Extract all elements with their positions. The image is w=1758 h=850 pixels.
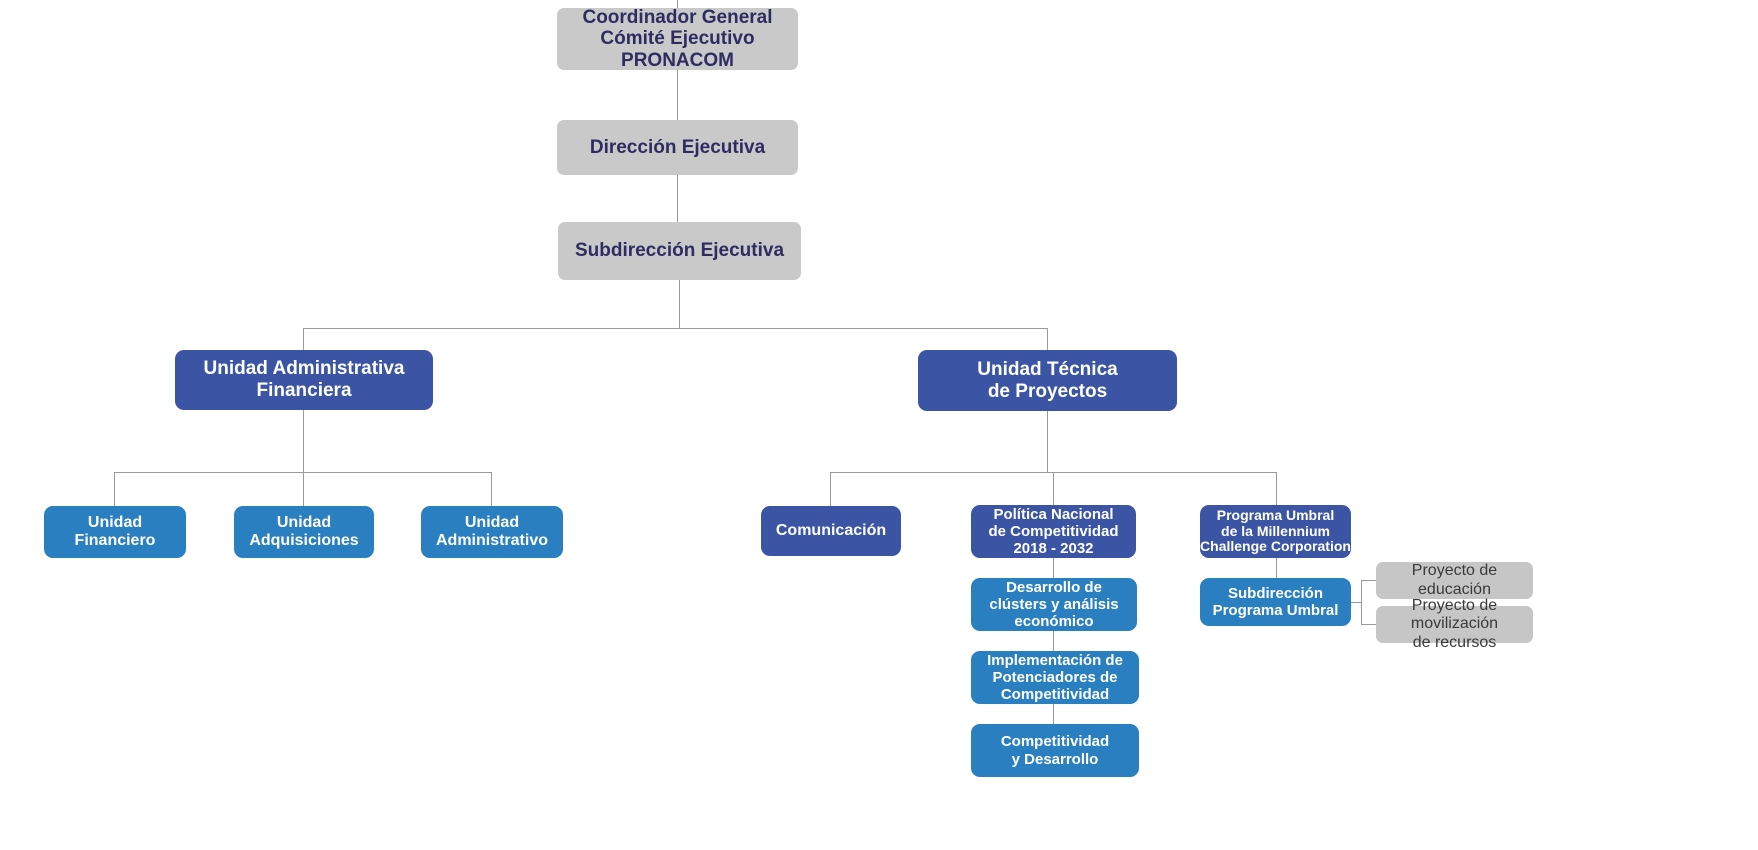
connector-bus-to-comunicacion [830,472,831,506]
connector-direccion-to-subdireccion [677,175,678,222]
connector-coordinador-to-direccion [677,70,678,120]
connector-subdireccion-umbral-out [1351,602,1361,603]
connector-subdireccion-drop [679,280,680,328]
connector-politica-to-desarrollo [1053,558,1054,578]
connector-projects-spine [1361,580,1362,624]
connector-bus-to-unidad-financiero [114,472,115,506]
node-competitividad-desarrollo[interactable]: Competitividad y Desarrollo [971,724,1139,777]
connector-above-coordinador [677,0,678,10]
connector-bus-to-unidad-administrativo [491,472,492,506]
connector-bus-to-unidad-adquisiciones [303,472,304,506]
connector-spine-to-proyecto-educacion [1361,580,1376,581]
node-politica-nacional-competitividad[interactable]: Política Nacional de Competitividad 2018… [971,505,1136,558]
connector-spine-to-proyecto-movilizacion [1361,624,1376,625]
connector-desarrollo-to-implementacion [1053,631,1054,651]
connector-bus-to-programa-umbral [1276,472,1277,506]
connector-programa-umbral-to-subdireccion [1276,558,1277,578]
node-unidad-financiero[interactable]: Unidad Financiero [44,506,186,558]
connector-bus-to-unidad-admin [303,328,304,350]
node-subdireccion-programa-umbral[interactable]: Subdirección Programa Umbral [1200,578,1351,626]
connector-implementacion-to-competitividad [1053,704,1054,724]
node-comunicacion[interactable]: Comunicación [761,506,901,556]
node-direccion-ejecutiva[interactable]: Dirección Ejecutiva [557,120,798,175]
connector-bus-to-politica-nacional [1053,472,1054,506]
node-proyecto-movilizacion-recursos[interactable]: Proyecto de movilización de recursos [1376,597,1533,651]
node-proyecto-educacion[interactable]: Proyecto de educación [1376,562,1533,599]
node-unidad-adquisiciones[interactable]: Unidad Adquisiciones [234,506,374,558]
node-desarrollo-clusters[interactable]: Desarrollo de clústers y análisis económ… [971,578,1137,631]
node-unidad-tecnica-de-proyectos[interactable]: Unidad Técnica de Proyectos [918,350,1177,411]
node-unidad-administrativo[interactable]: Unidad Administrativo [421,506,563,558]
node-programa-umbral-mcc[interactable]: Programa Umbral de la Millennium Challen… [1200,505,1351,558]
connector-level2-bus [303,328,1048,329]
connector-bus-to-unidad-tecnica [1047,328,1048,350]
connector-unidad-tecnica-drop [1047,411,1048,472]
node-coordinador-general[interactable]: Coordinador General Cómité Ejecutivo PRO… [557,7,798,71]
node-implementacion-potenciadores[interactable]: Implementación de Potenciadores de Compe… [971,651,1139,704]
node-unidad-administrativa-financiera[interactable]: Unidad Administrativa Financiera [175,350,433,410]
node-subdireccion-ejecutiva[interactable]: Subdirección Ejecutiva [558,222,801,280]
connector-unidad-admin-drop [303,410,304,472]
